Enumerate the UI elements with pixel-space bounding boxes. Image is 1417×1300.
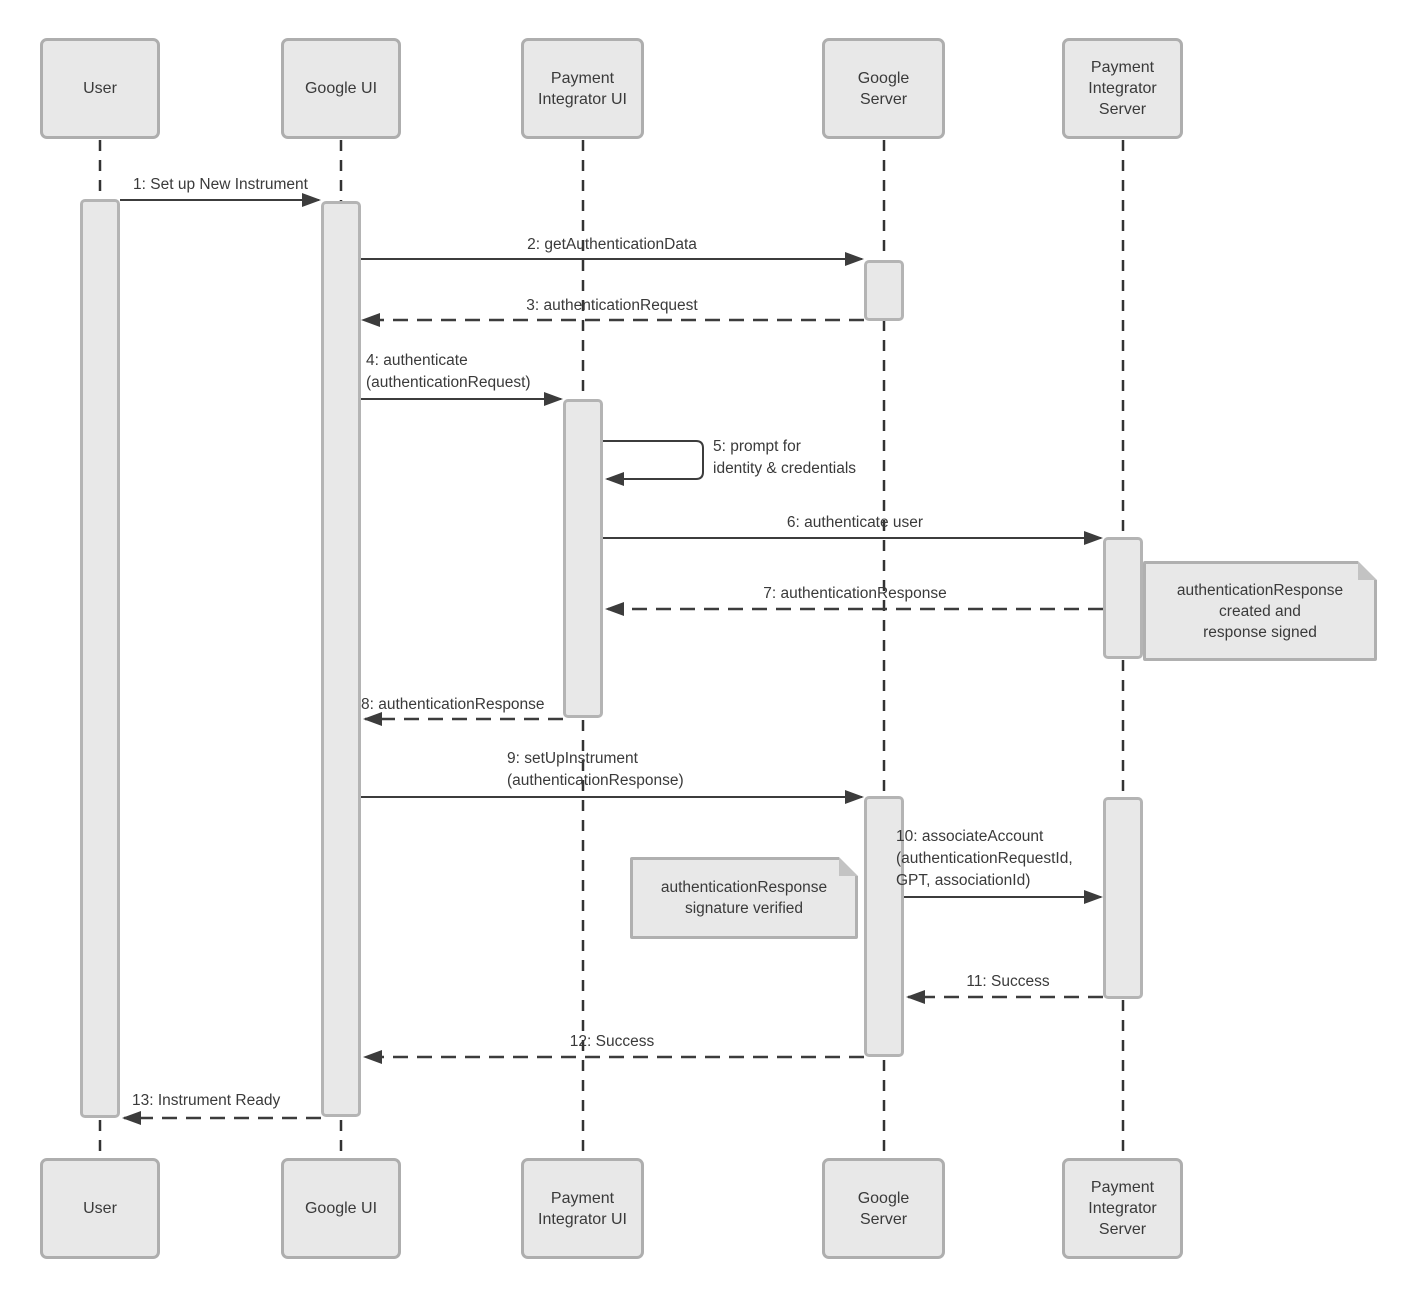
message-label-2: 2: getAuthenticationData <box>527 236 697 253</box>
message-line-5-self <box>603 440 704 486</box>
actor-box-payment-integrator-server-bottom: Payment Integrator Server <box>1062 1158 1183 1259</box>
activation-bar-google-server-1 <box>864 260 904 321</box>
message-label-1: 1: Set up New Instrument <box>133 176 308 193</box>
actor-box-payment-integrator-ui-bottom: Payment Integrator UI <box>521 1158 644 1259</box>
activation-bar-google-ui <box>321 201 361 1117</box>
actor-box-user-bottom: User <box>40 1158 160 1259</box>
message-label-3: 3: authenticationRequest <box>526 297 698 314</box>
activation-bar-payment-integrator-server-1 <box>1103 537 1143 659</box>
message-label-10: 10: associateAccount (authenticationRequ… <box>896 828 1073 889</box>
message-label-7: 7: authenticationResponse <box>763 585 947 602</box>
message-label-13: 13: Instrument Ready <box>132 1092 281 1109</box>
note-signature-verified: authenticationResponse signature verifie… <box>630 857 858 939</box>
message-label-9: 9: setUpInstrument (authenticationRespon… <box>507 750 684 789</box>
actor-box-google-server-bottom: Google Server <box>822 1158 945 1259</box>
message-label-11: 11: Success <box>966 973 1050 990</box>
activation-bar-payment-integrator-server-2 <box>1103 797 1143 999</box>
note-authentication-response-signed: authenticationResponse created and respo… <box>1143 561 1377 661</box>
activation-bar-google-server-2 <box>864 796 904 1057</box>
message-label-8: 8: authenticationResponse <box>361 696 545 713</box>
actor-box-google-server-top: Google Server <box>822 38 945 139</box>
actor-box-user-top: User <box>40 38 160 139</box>
activation-bar-user <box>80 199 120 1118</box>
actor-box-google-ui-top: Google UI <box>281 38 401 139</box>
actor-box-google-ui-bottom: Google UI <box>281 1158 401 1259</box>
actor-box-payment-integrator-ui-top: Payment Integrator UI <box>521 38 644 139</box>
message-label-5: 5: prompt for identity & credentials <box>713 438 857 477</box>
message-label-4: 4: authenticate (authenticationRequest) <box>366 352 531 391</box>
message-label-6: 6: authenticate user <box>786 514 924 531</box>
actor-box-payment-integrator-server-top: Payment Integrator Server <box>1062 38 1183 139</box>
activation-bar-payment-integrator-ui <box>563 399 603 718</box>
message-label-12: 12: Success <box>569 1033 655 1050</box>
